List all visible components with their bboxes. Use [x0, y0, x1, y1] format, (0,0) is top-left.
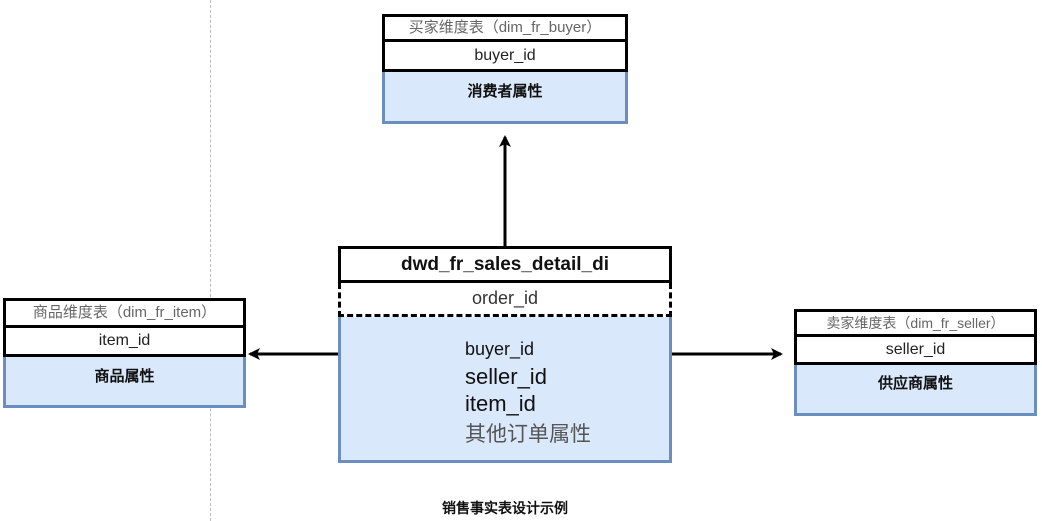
- fact-table-primary-key: order_id: [338, 283, 672, 317]
- fact-field-item-id: item_id: [465, 391, 536, 416]
- item-table-attributes: 商品属性: [3, 357, 246, 408]
- seller-table-attributes: 供应商属性: [794, 365, 1037, 416]
- seller-table-title: 卖家维度表（dim_fr_seller）: [794, 309, 1037, 337]
- item-dimension-table[interactable]: 商品维度表（dim_fr_item） item_id 商品属性: [3, 298, 246, 408]
- diagram-caption: 销售事实表设计示例: [442, 501, 568, 517]
- item-table-key: item_id: [3, 328, 246, 357]
- guide-line: [210, 0, 211, 521]
- buyer-table-key: buyer_id: [382, 42, 628, 72]
- seller-table-key: seller_id: [794, 337, 1037, 365]
- fact-field-buyer-id: buyer_id: [465, 339, 535, 359]
- fact-field-other-attributes: 其他订单属性: [465, 423, 591, 446]
- seller-dimension-table[interactable]: 卖家维度表（dim_fr_seller） seller_id 供应商属性: [794, 309, 1037, 416]
- buyer-dimension-table[interactable]: 买家维度表（dim_fr_buyer） buyer_id 消费者属性: [382, 14, 628, 124]
- fact-table-title[interactable]: dwd_fr_sales_detail_di: [338, 246, 672, 283]
- item-table-title: 商品维度表（dim_fr_item）: [3, 298, 246, 328]
- buyer-table-title: 买家维度表（dim_fr_buyer）: [382, 14, 628, 42]
- buyer-table-attributes: 消费者属性: [382, 72, 628, 124]
- fact-table-fields: buyer_id seller_id item_id 其他订单属性: [338, 317, 672, 463]
- fact-field-seller-id: seller_id: [465, 364, 547, 389]
